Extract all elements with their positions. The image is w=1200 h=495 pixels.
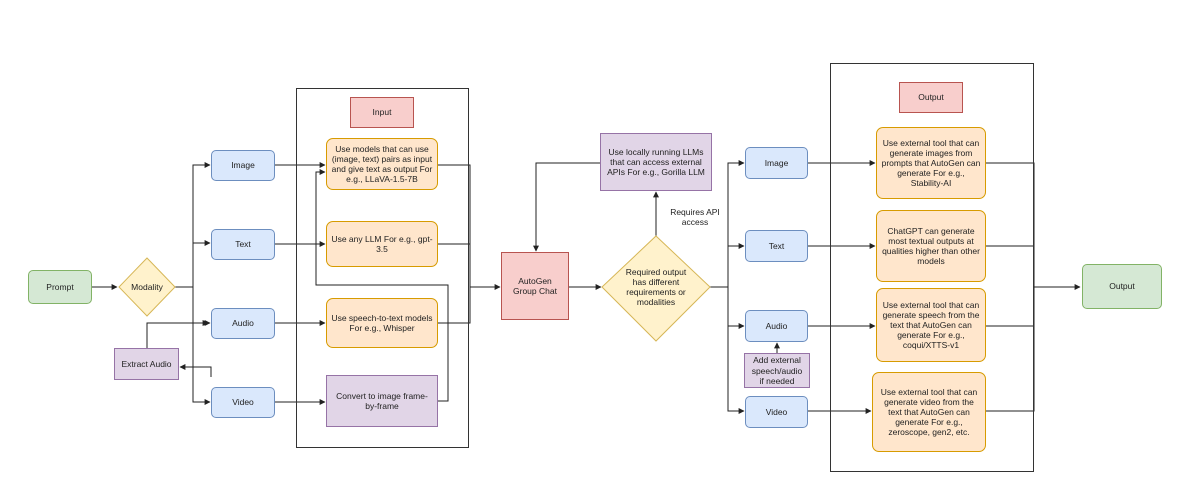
edge-modality-image <box>175 162 211 288</box>
edge-modality-video <box>192 323 211 405</box>
edge-decision-audio <box>727 287 745 329</box>
output-audio-node[interactable]: Audio <box>745 310 808 342</box>
input-image-node[interactable]: Image <box>211 150 275 181</box>
input-title: Input <box>350 97 414 128</box>
modality-diamond <box>118 257 176 317</box>
process-audio-node[interactable]: Use speech-to-text models For e.g., Whis… <box>326 298 438 348</box>
edge-procaudio-bus <box>438 287 471 324</box>
generate-text-node[interactable]: ChatGPT can generate most textual output… <box>876 210 986 282</box>
edge-decision-image <box>710 160 745 288</box>
edge-genimage-out <box>986 162 1081 290</box>
output-title: Output <box>899 82 963 113</box>
generate-audio-node[interactable]: Use external tool that can generate spee… <box>876 288 986 362</box>
modality-label: Modality <box>131 281 163 292</box>
convert-frames-node[interactable]: Convert to image frame-by-frame <box>326 375 438 427</box>
edge-genvideo-bus <box>986 287 1035 412</box>
local-llm-node[interactable]: Use locally running LLMs that can access… <box>600 133 712 191</box>
input-frame <box>296 88 469 448</box>
final-output-node[interactable]: Output <box>1082 264 1162 309</box>
prompt-node[interactable]: Prompt <box>28 270 92 304</box>
decision-label: Required output has different requiremen… <box>625 266 687 308</box>
output-image-node[interactable]: Image <box>745 147 808 179</box>
input-video-node[interactable]: Video <box>211 387 275 418</box>
generate-video-node[interactable]: Use external tool that can generate vide… <box>872 372 986 452</box>
process-image-node[interactable]: Use models that can use (image, text) pa… <box>326 138 438 190</box>
edge-video-extract <box>179 364 212 377</box>
edge-convert-loop <box>315 169 449 402</box>
extract-audio-node[interactable]: Extract Audio <box>114 348 179 380</box>
edge-modality-audio <box>192 287 211 326</box>
input-text-node[interactable]: Text <box>211 229 275 260</box>
autogen-group-chat-node[interactable]: AutoGen Group Chat <box>501 252 569 320</box>
output-frame <box>830 63 1034 472</box>
add-speech-node[interactable]: Add external speech/audio if needed <box>744 353 810 388</box>
output-text-node[interactable]: Text <box>745 230 808 262</box>
edge-llm-autogen <box>533 162 600 252</box>
edge-decision-video <box>727 326 745 414</box>
generate-image-node[interactable]: Use external tool that can generate imag… <box>876 127 986 199</box>
output-video-node[interactable]: Video <box>745 396 808 428</box>
decision-diamond <box>601 235 711 342</box>
edge-proc-autogen <box>438 164 501 290</box>
requires-api-label: Requires API access <box>670 207 720 228</box>
input-audio-node[interactable]: Audio <box>211 308 275 339</box>
edge-extract-audio <box>146 320 209 348</box>
process-text-node[interactable]: Use any LLM For e.g., gpt-3.5 <box>326 221 438 267</box>
